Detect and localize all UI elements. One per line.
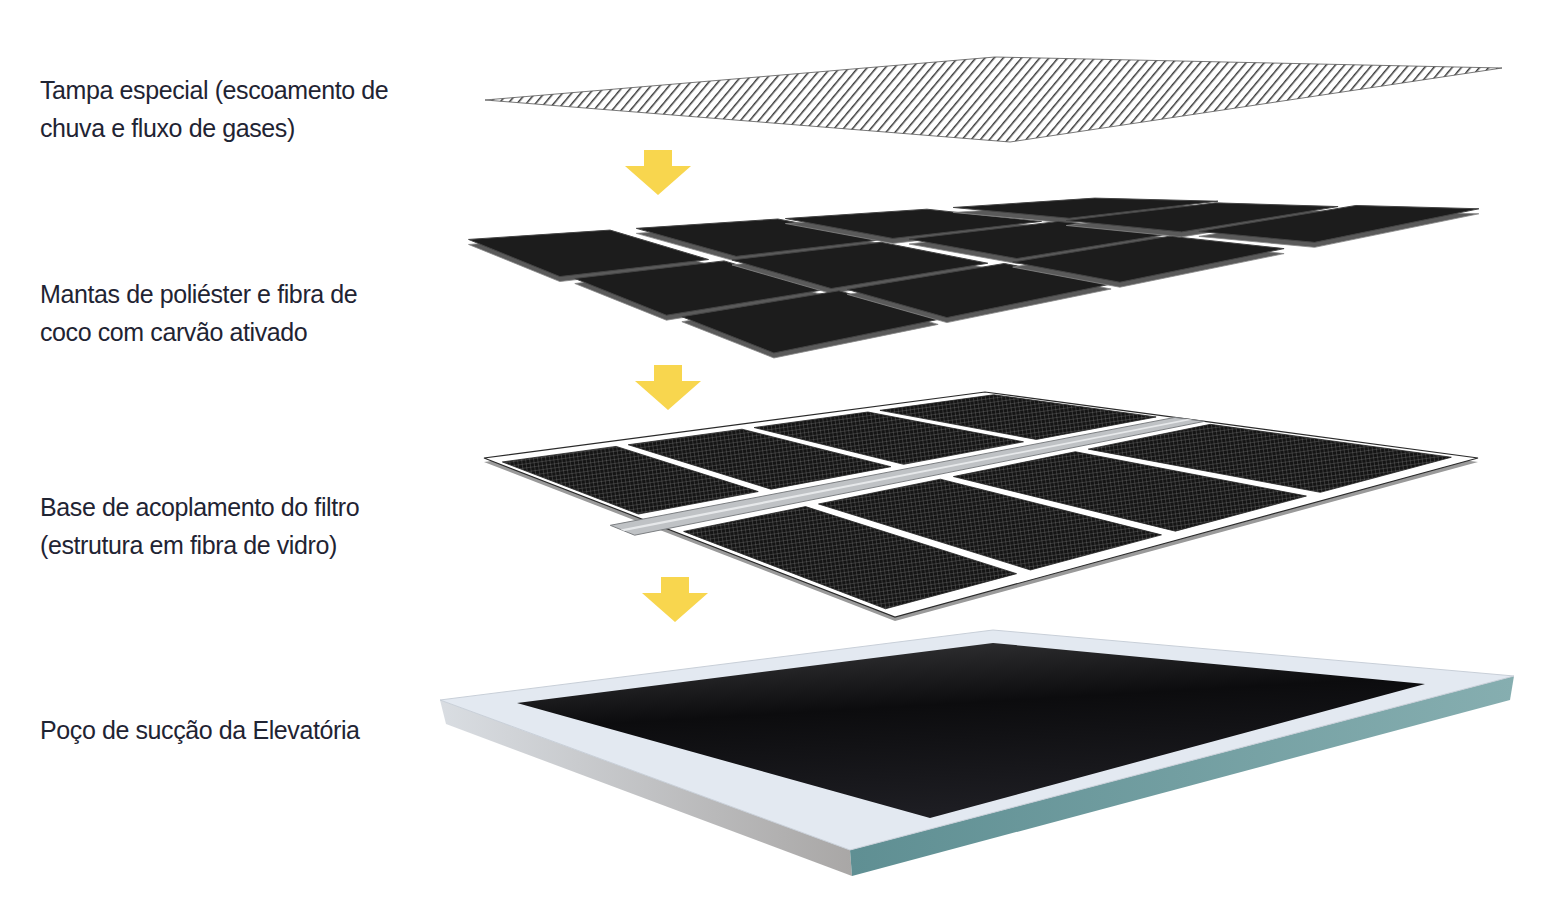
rail-highlight: [620, 419, 1192, 531]
down-arrow: [625, 150, 691, 195]
rail: [610, 417, 1204, 535]
layer-label: Base de acoplamento do filtro (estrutura…: [40, 488, 412, 564]
down-arrow: [635, 365, 701, 410]
down-arrow: [642, 577, 708, 622]
layer-label: Mantas de poliéster e fibra de coco com …: [40, 275, 412, 351]
filter-mat: [1013, 236, 1284, 282]
cover-sheet: [485, 57, 1502, 142]
pit-rim: [440, 630, 1514, 850]
filter-mat: [1199, 205, 1479, 242]
mesh-panel: [1088, 424, 1451, 492]
layer-label: Poço de sucção da Elevatória: [40, 711, 412, 749]
base-frame: [484, 392, 1478, 617]
pit-opening: [517, 643, 1425, 818]
layer-label: Tampa especial (escoamento de chuva e fl…: [40, 71, 412, 147]
